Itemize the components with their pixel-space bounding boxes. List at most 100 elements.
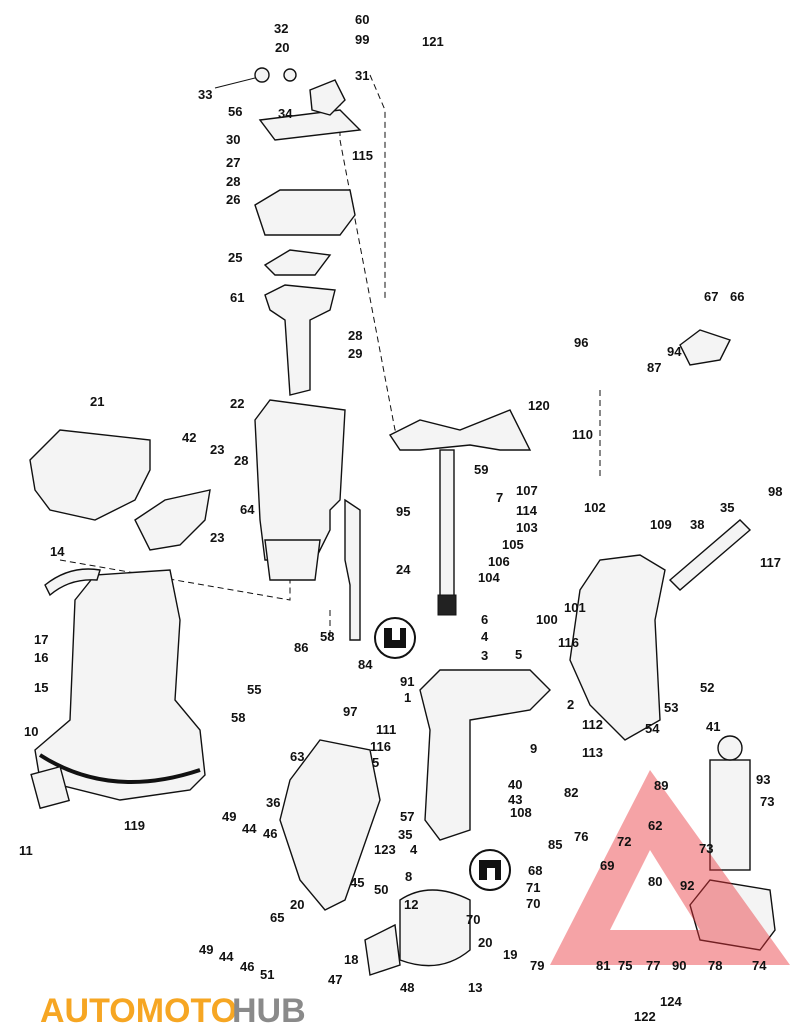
swivel-bracket (279, 519, 752, 976)
part-number-label: 55 (247, 682, 261, 697)
part-number-label: 26 (226, 192, 240, 207)
part-number-label: 20 (290, 897, 304, 912)
part-number-label: 73 (699, 841, 713, 856)
part-number-label: 43 (508, 792, 522, 807)
part-number-label: 17 (34, 632, 48, 647)
part-number-label: 121 (422, 34, 444, 49)
part-number-label: 28 (226, 174, 240, 189)
part-number-label: 78 (708, 958, 722, 973)
part-number-label: 44 (242, 821, 257, 836)
part-number-label: 122 (634, 1009, 656, 1024)
part-number-label: 12 (404, 897, 418, 912)
part-number-label: 108 (510, 805, 532, 820)
part-number-label: 7 (496, 490, 503, 505)
part-number-label: 11 (19, 843, 33, 858)
part-number-label: 4 (410, 842, 418, 857)
part-number-label: 101 (564, 600, 586, 615)
part-number-label: 79 (530, 958, 544, 973)
part-number-label: 10 (24, 724, 38, 739)
part-number-label: 68 (528, 863, 542, 878)
part-number-label: 40 (508, 777, 522, 792)
part-number-label: 54 (645, 721, 660, 736)
part-number-label: 63 (290, 749, 304, 764)
grease-symbol-icon (374, 617, 416, 659)
part-number-label: 2 (567, 697, 574, 712)
part-number-label: 109 (650, 517, 672, 532)
steering-arm-shaft (344, 409, 532, 641)
part-number-label: 58 (231, 710, 245, 725)
tilt-cylinder (679, 329, 776, 951)
part-number-label: 119 (124, 818, 145, 833)
part-number-label: 86 (294, 640, 308, 655)
part-number-label: 58 (320, 629, 334, 644)
part-number-label: 64 (240, 502, 255, 517)
part-number-label: 16 (34, 650, 48, 665)
part-number-label: 9 (530, 741, 537, 756)
part-number-label: 4 (481, 629, 489, 644)
part-number-label: 8 (405, 869, 412, 884)
part-number-label: 113 (582, 745, 603, 760)
part-number-label: 44 (219, 949, 234, 964)
part-number-label: 5 (372, 755, 379, 770)
exhaust-housing (254, 399, 346, 581)
part-number-label: 20 (275, 40, 289, 55)
watermark: AUTOMOTO HUB (40, 770, 790, 1028)
part-number-label: 31 (355, 68, 369, 83)
part-number-label: 46 (240, 959, 254, 974)
part-number-label: 84 (358, 657, 373, 672)
part-number-label: 35 (720, 500, 734, 515)
part-number-label: 27 (226, 155, 240, 170)
part-number-label: 30 (226, 132, 240, 147)
part-number-label: 90 (672, 958, 686, 973)
part-number-label: 5 (515, 647, 522, 662)
part-number-label: 94 (667, 344, 682, 359)
part-number-label: 41 (706, 719, 720, 734)
part-number-label: 66 (730, 289, 744, 304)
part-number-label: 97 (343, 704, 357, 719)
part-number-label: 53 (664, 700, 678, 715)
part-number-label: 74 (752, 958, 767, 973)
part-number-label: 24 (396, 562, 411, 577)
part-number-label: 123 (374, 842, 396, 857)
drive-shaft-housing (30, 568, 206, 810)
part-number-label: 49 (222, 809, 236, 824)
part-number-label: 1 (404, 690, 411, 705)
part-number-label: 104 (478, 570, 500, 585)
part-number-label: 103 (516, 520, 538, 535)
part-number-label: 42 (182, 430, 196, 445)
part-number-label: 15 (34, 680, 48, 695)
part-number-label: 33 (198, 87, 212, 102)
part-number-label: 81 (596, 958, 610, 973)
part-number-label: 69 (600, 858, 614, 873)
part-number-label: 91 (400, 674, 414, 689)
part-number-label: 35 (398, 827, 412, 842)
watermark-text-a: AUTOMOTO (40, 992, 237, 1028)
part-number-label: 99 (355, 32, 369, 47)
part-number-label: 107 (516, 483, 538, 498)
part-number-label: 116 (370, 739, 391, 754)
part-number-label: 6 (481, 612, 488, 627)
part-number-label: 120 (528, 398, 550, 413)
part-number-label: 21 (90, 394, 104, 409)
part-number-label: 75 (618, 958, 632, 973)
part-number-label: 29 (348, 346, 362, 361)
part-number-label: 89 (654, 778, 668, 793)
part-number-label: 70 (526, 896, 540, 911)
part-number-label: 23 (210, 530, 224, 545)
part-number-label: 106 (488, 554, 510, 569)
part-number-label: 32 (274, 21, 288, 36)
part-number-label: 60 (355, 12, 369, 27)
part-number-label: 117 (760, 555, 781, 570)
part-number-label: 51 (260, 967, 274, 982)
part-number-label: 18 (344, 952, 358, 967)
part-number-label: 50 (374, 882, 388, 897)
part-number-label: 46 (263, 826, 277, 841)
part-number-label: 20 (478, 935, 492, 950)
part-number-label: 28 (234, 453, 248, 468)
part-number-label: 59 (474, 462, 488, 477)
part-number-label: 80 (648, 874, 662, 889)
part-number-label: 62 (648, 818, 662, 833)
